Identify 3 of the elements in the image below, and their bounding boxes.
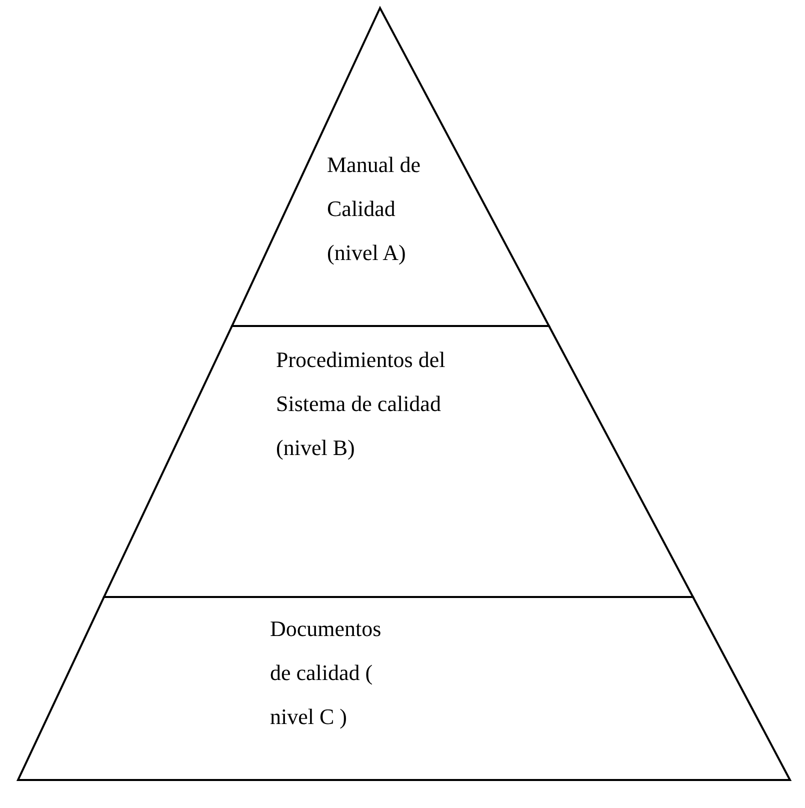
tier-label: Manual de Calidad (nivel A): [327, 151, 422, 267]
tier-label: Procedimientos del Sistema de calidad (nivel B): [276, 346, 446, 462]
tier-label: Documentos de calidad ( nivel C ): [270, 615, 382, 731]
